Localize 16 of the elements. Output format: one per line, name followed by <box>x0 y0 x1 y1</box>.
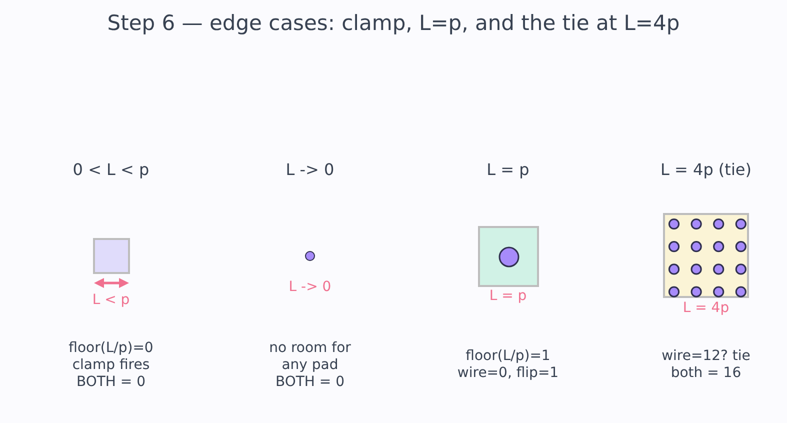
case-label: L = 4p <box>682 300 730 316</box>
cell-square <box>93 238 130 274</box>
case-label: L -> 0 <box>288 279 332 295</box>
case-description: floor(L/p)=0 clamp fires BOTH = 0 <box>68 340 154 391</box>
case-heading: 0 < L < p <box>72 160 150 180</box>
pad-dot <box>305 251 315 261</box>
case-description: no room for any pad BOTH = 0 <box>268 340 352 391</box>
case-heading: L -> 0 <box>284 160 336 180</box>
case-heading: L = 4p (tie) <box>660 160 752 180</box>
cell-square <box>478 226 539 287</box>
case-description: wire=12? tie both = 16 <box>660 348 752 382</box>
case-description: floor(L/p)=1 wire=0, flip=1 <box>456 348 560 382</box>
case-label: L = p <box>488 288 528 304</box>
title: Step 6 — edge cases: clamp, L=p, and the tie at L=4p <box>106 11 681 35</box>
case-heading: L = p <box>486 160 530 180</box>
case-label: L < p <box>91 292 131 308</box>
